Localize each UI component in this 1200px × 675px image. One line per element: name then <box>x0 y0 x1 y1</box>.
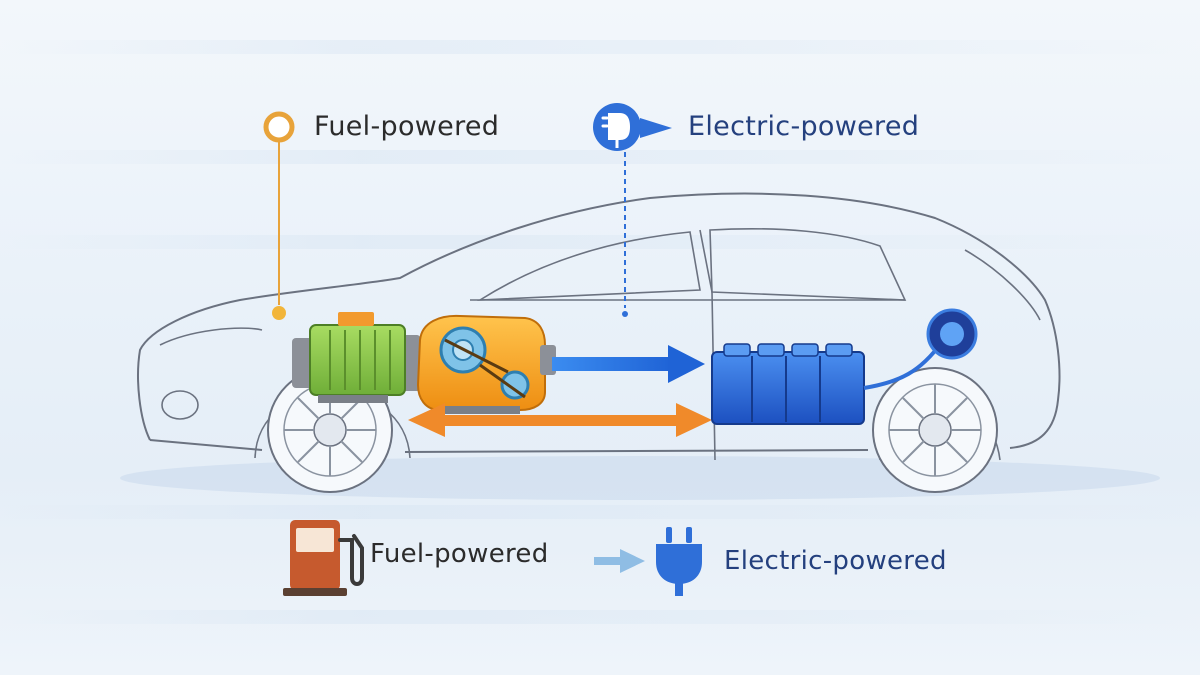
arrow-right-icon <box>594 549 645 573</box>
energy-arrow-to-battery <box>552 345 705 383</box>
electric-powered-label: Electric-powered <box>688 111 920 142</box>
energy-arrow-bidirectional <box>408 403 712 437</box>
ring-icon <box>263 111 295 143</box>
motor-block <box>292 312 420 403</box>
plug-icon <box>656 527 702 596</box>
engine-block <box>416 314 556 414</box>
fuel-pump-icon <box>283 520 364 596</box>
charging-port <box>863 308 978 390</box>
fuel-powered-label: Fuel-powered <box>314 111 500 142</box>
rear-wheel <box>872 367 998 493</box>
ground-shadow <box>120 456 1160 500</box>
transition-fuel-label: Fuel-powered <box>370 539 549 569</box>
fuel-marker <box>263 111 295 320</box>
transition-electric-label: Electric-powered <box>724 546 947 576</box>
electric-marker <box>593 103 672 317</box>
battery-pack <box>711 343 865 425</box>
